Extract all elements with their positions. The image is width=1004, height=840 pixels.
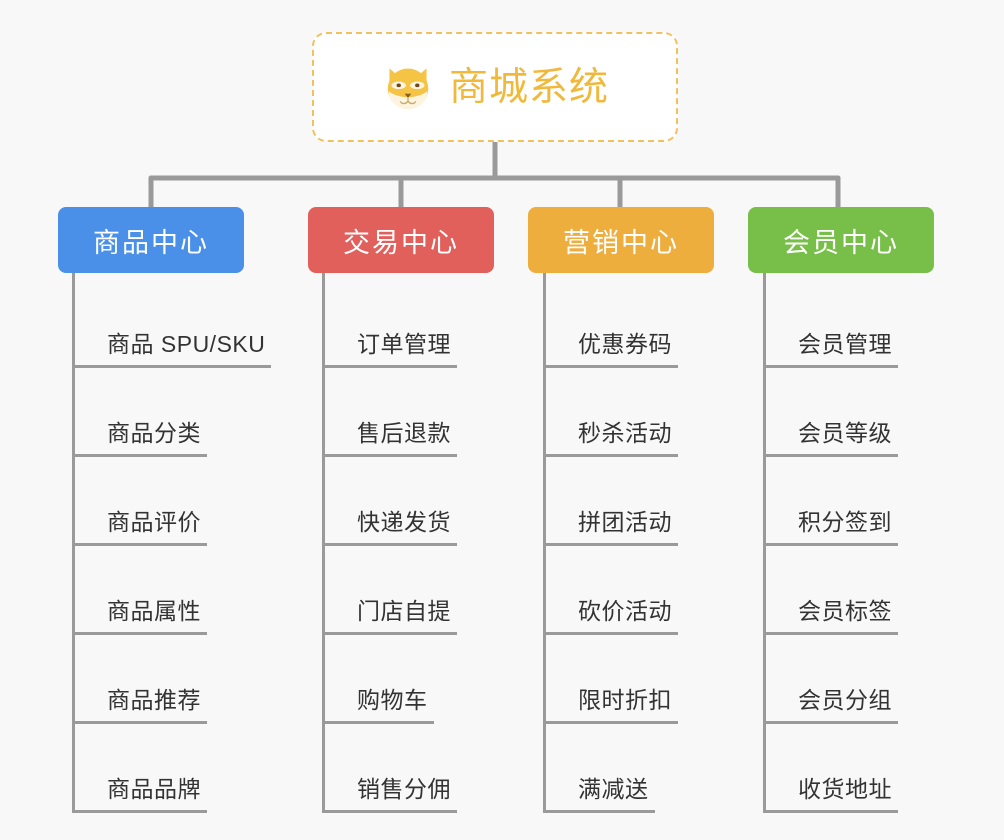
leaf-underline: 限时折扣 bbox=[546, 685, 678, 724]
branch-column: 商品中心商品 SPU/SKU 商品分类商品评价商品属性商品推荐商品品牌 bbox=[58, 207, 272, 813]
leaf-item[interactable]: 售后退款 bbox=[325, 368, 508, 457]
leaf-item[interactable]: 商品推荐 bbox=[75, 635, 258, 724]
leaf-item[interactable]: 商品 SPU/SKU bbox=[75, 279, 272, 368]
leaf-label: 商品品牌 bbox=[107, 776, 201, 802]
branch-spine: 优惠券码秒杀活动拼团活动砍价活动限时折扣满减送 bbox=[543, 273, 728, 813]
branch-head[interactable]: 会员中心 bbox=[748, 207, 934, 273]
leaf-item[interactable]: 销售分佣 bbox=[325, 724, 508, 813]
leaf-item[interactable]: 积分签到 bbox=[766, 457, 948, 546]
leaf-underline: 快递发货 bbox=[325, 507, 457, 546]
leaf-underline: 砍价活动 bbox=[546, 596, 678, 635]
leaf-underline: 秒杀活动 bbox=[546, 418, 678, 457]
leaf-label: 会员等级 bbox=[798, 420, 892, 446]
leaf-label: 购物车 bbox=[357, 687, 428, 713]
leaf-underline: 会员标签 bbox=[766, 596, 898, 635]
leaf-label: 商品分类 bbox=[107, 420, 201, 446]
leaf-underline: 商品 SPU/SKU bbox=[75, 329, 272, 368]
branch-head[interactable]: 商品中心 bbox=[58, 207, 244, 273]
leaf-label: 满减送 bbox=[578, 776, 649, 802]
leaf-item[interactable]: 会员等级 bbox=[766, 368, 948, 457]
leaf-item[interactable]: 会员分组 bbox=[766, 635, 948, 724]
leaf-underline: 满减送 bbox=[546, 774, 655, 813]
leaf-label: 订单管理 bbox=[357, 331, 451, 357]
leaf-item[interactable]: 砍价活动 bbox=[546, 546, 728, 635]
root-node[interactable]: 商城系统 bbox=[312, 32, 678, 142]
leaf-label: 会员分组 bbox=[798, 687, 892, 713]
leaf-underline: 会员等级 bbox=[766, 418, 898, 457]
leaf-label: 售后退款 bbox=[357, 420, 451, 446]
leaf-item[interactable]: 会员标签 bbox=[766, 546, 948, 635]
leaf-item[interactable]: 拼团活动 bbox=[546, 457, 728, 546]
leaf-item[interactable]: 商品评价 bbox=[75, 457, 258, 546]
branch-head[interactable]: 交易中心 bbox=[308, 207, 494, 273]
leaf-underline: 优惠券码 bbox=[546, 329, 678, 368]
leaf-label: 商品推荐 bbox=[107, 687, 201, 713]
leaf-underline: 订单管理 bbox=[325, 329, 457, 368]
leaf-label: 快递发货 bbox=[357, 509, 451, 535]
leaf-label: 商品评价 bbox=[107, 509, 201, 535]
leaf-item[interactable]: 会员管理 bbox=[766, 279, 948, 368]
leaf-label: 销售分佣 bbox=[357, 776, 451, 802]
branch-spine: 订单管理售后退款快递发货门店自提购物车销售分佣 bbox=[322, 273, 508, 813]
leaf-label: 收货地址 bbox=[798, 776, 892, 802]
branch-head[interactable]: 营销中心 bbox=[528, 207, 714, 273]
leaf-label: 商品 SPU/SKU bbox=[107, 331, 266, 357]
branch-column: 交易中心订单管理售后退款快递发货门店自提购物车销售分佣 bbox=[308, 207, 508, 813]
branch-spine: 会员管理会员等级积分签到会员标签会员分组收货地址 bbox=[763, 273, 948, 813]
leaf-label: 会员管理 bbox=[798, 331, 892, 357]
leaf-label: 秒杀活动 bbox=[578, 420, 672, 446]
leaf-underline: 商品推荐 bbox=[75, 685, 207, 724]
leaf-underline: 商品属性 bbox=[75, 596, 207, 635]
leaf-underline: 销售分佣 bbox=[325, 774, 457, 813]
leaf-label: 会员标签 bbox=[798, 598, 892, 624]
leaf-item[interactable]: 购物车 bbox=[325, 635, 508, 724]
leaf-underline: 积分签到 bbox=[766, 507, 898, 546]
leaf-item[interactable]: 限时折扣 bbox=[546, 635, 728, 724]
leaf-underline: 拼团活动 bbox=[546, 507, 678, 546]
leaf-underline: 商品分类 bbox=[75, 418, 207, 457]
leaf-label: 优惠券码 bbox=[578, 331, 672, 357]
leaf-label: 砍价活动 bbox=[578, 598, 672, 624]
leaf-underline: 商品品牌 bbox=[75, 774, 207, 813]
leaf-label: 拼团活动 bbox=[578, 509, 672, 535]
leaf-underline: 门店自提 bbox=[325, 596, 457, 635]
leaf-item[interactable]: 秒杀活动 bbox=[546, 368, 728, 457]
leaf-underline: 商品评价 bbox=[75, 507, 207, 546]
shiba-dog-face-icon bbox=[387, 68, 429, 109]
leaf-underline: 会员管理 bbox=[766, 329, 898, 368]
leaf-item[interactable]: 优惠券码 bbox=[546, 279, 728, 368]
leaf-label: 积分签到 bbox=[798, 509, 892, 535]
branch-spine: 商品 SPU/SKU 商品分类商品评价商品属性商品推荐商品品牌 bbox=[72, 273, 272, 813]
leaf-underline: 收货地址 bbox=[766, 774, 898, 813]
leaf-item[interactable]: 快递发货 bbox=[325, 457, 508, 546]
leaf-label: 限时折扣 bbox=[578, 687, 672, 713]
leaf-underline: 会员分组 bbox=[766, 685, 898, 724]
leaf-item[interactable]: 商品属性 bbox=[75, 546, 258, 635]
leaf-label: 商品属性 bbox=[107, 598, 201, 624]
leaf-label: 门店自提 bbox=[357, 598, 451, 624]
leaf-item[interactable]: 商品分类 bbox=[75, 368, 258, 457]
leaf-item[interactable]: 订单管理 bbox=[325, 279, 508, 368]
leaf-item[interactable]: 商品品牌 bbox=[75, 724, 258, 813]
branch-column: 会员中心会员管理会员等级积分签到会员标签会员分组收货地址 bbox=[748, 207, 948, 813]
leaf-underline: 购物车 bbox=[325, 685, 434, 724]
branch-column: 营销中心优惠券码秒杀活动拼团活动砍价活动限时折扣满减送 bbox=[528, 207, 728, 813]
root-title: 商城系统 bbox=[448, 65, 609, 109]
leaf-item[interactable]: 收货地址 bbox=[766, 724, 948, 813]
leaf-underline: 售后退款 bbox=[325, 418, 457, 457]
leaf-item[interactable]: 满减送 bbox=[546, 724, 728, 813]
leaf-item[interactable]: 门店自提 bbox=[325, 546, 508, 635]
